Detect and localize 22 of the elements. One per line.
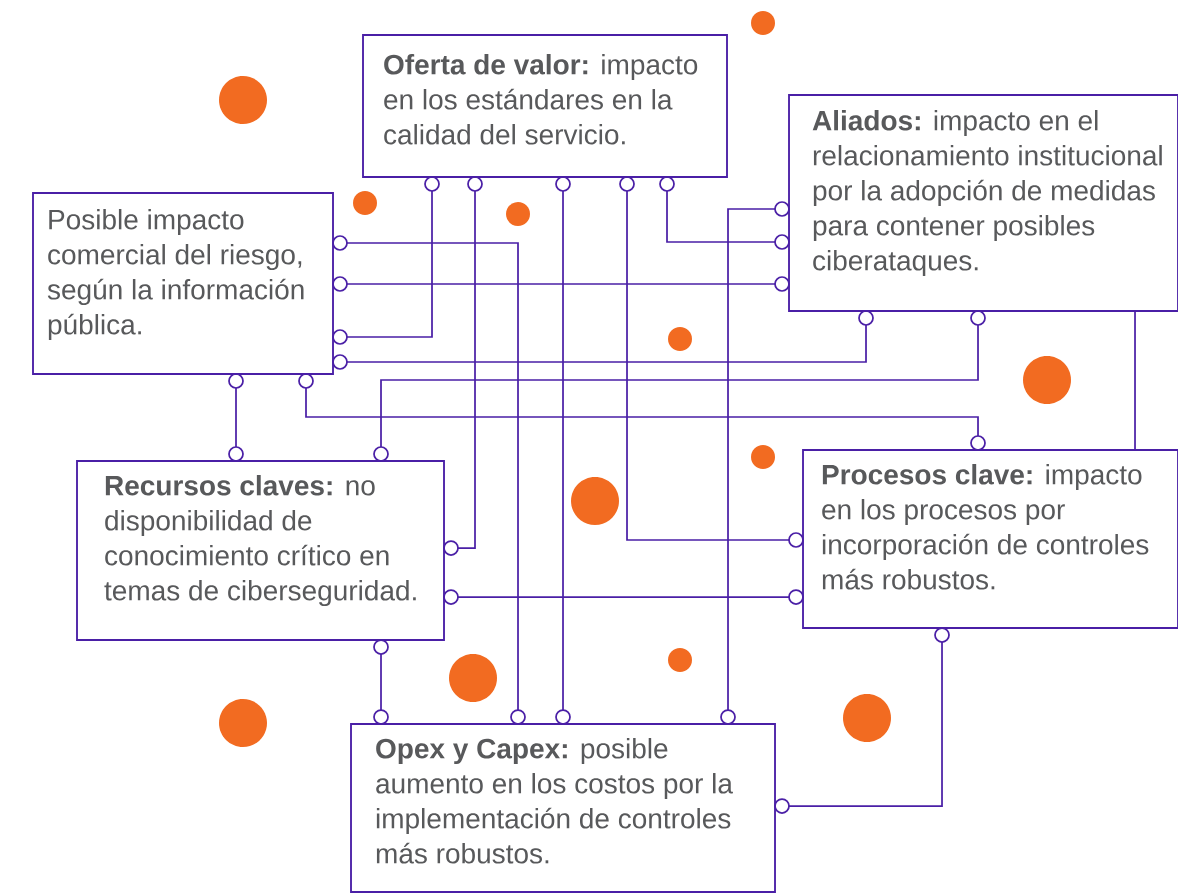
connector	[332, 310, 874, 370]
connector	[619, 176, 804, 548]
text-box: Aliados: impacto en el relacionamiento institucional por la adopción de medidas para contener posibles ciberataques.	[788, 94, 1178, 312]
connector	[298, 373, 986, 451]
connector	[720, 201, 790, 725]
connector	[659, 176, 790, 250]
connector	[443, 176, 483, 556]
connector	[774, 627, 950, 814]
text-box: Oferta de valor: impacto en los estándares en la calidad del servicio.	[362, 34, 728, 178]
text-box: Posible impacto comercial del riesgo, según la información pública.	[32, 192, 334, 375]
connector	[1134, 310, 1136, 451]
connector	[332, 235, 526, 725]
text-box: Opex y Capex: posible aumento en los costos por la implementación de controles más robustos.	[350, 723, 776, 893]
connector	[555, 176, 571, 725]
connector	[373, 310, 986, 462]
connector	[443, 589, 804, 605]
connector	[332, 176, 440, 345]
text-box: Recursos claves: no disponibilidad de conocimiento crítico en temas de ciberseguridad.	[76, 460, 445, 641]
connector	[228, 373, 244, 462]
text-box: Procesos clave: impacto en los procesos por incorporación de controles más robustos.	[802, 449, 1178, 629]
connector	[332, 276, 790, 292]
connector	[373, 639, 389, 725]
